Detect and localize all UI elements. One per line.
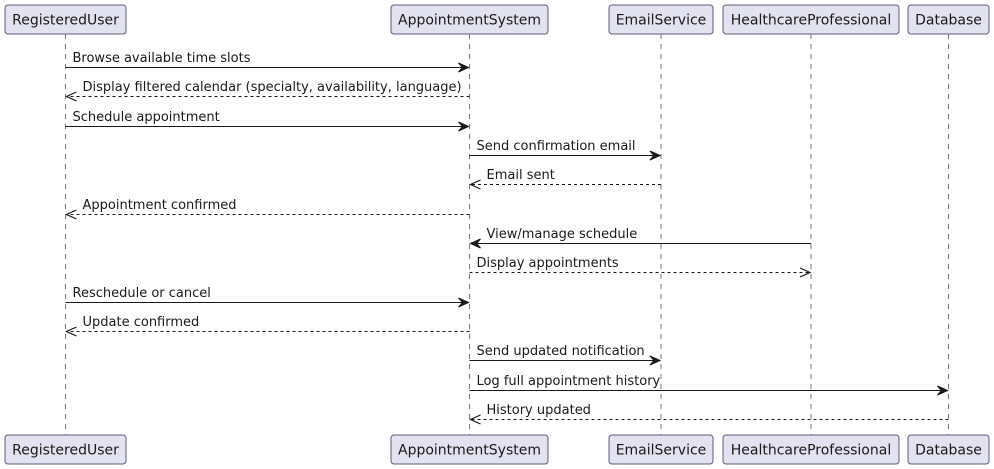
message-12: Log full appointment history xyxy=(469,374,949,396)
message-5: Email sent xyxy=(469,168,661,190)
message-label: View/manage schedule xyxy=(487,227,638,242)
arrowhead xyxy=(799,267,812,278)
message-9: Reschedule or cancel xyxy=(65,286,470,308)
arrowhead xyxy=(469,238,481,249)
participant-top-registereduser[interactable]: RegisteredUser xyxy=(4,4,127,35)
arrowhead xyxy=(65,326,77,337)
arrowhead xyxy=(649,150,662,161)
participant-label: HealthcareProfessional xyxy=(731,443,891,459)
message-label: Appointment confirmed xyxy=(83,198,237,213)
participant-box xyxy=(907,4,990,35)
participant-box xyxy=(722,434,900,465)
message-label: History updated xyxy=(487,403,591,418)
message-label: Browse available time slots xyxy=(73,51,251,66)
message-13: History updated xyxy=(469,403,949,425)
participant-box xyxy=(4,434,127,465)
participant-label: HealthcareProfessional xyxy=(731,13,891,29)
participant-box xyxy=(907,434,990,465)
participant-box xyxy=(608,434,714,465)
message-3: Schedule appointment xyxy=(65,110,470,132)
arrowhead xyxy=(458,297,470,308)
participant-top-appointmentsystem[interactable]: AppointmentSystem xyxy=(390,4,549,35)
participant-label: Database xyxy=(915,13,982,29)
participant-box xyxy=(390,4,549,35)
message-1: Browse available time slots xyxy=(65,51,470,73)
message-7: View/manage schedule xyxy=(469,227,811,249)
message-label: Log full appointment history xyxy=(477,374,661,389)
participant-label: AppointmentSystem xyxy=(398,13,541,29)
participant-top-database[interactable]: Database xyxy=(907,4,990,35)
participant-top-healthcareprofessional[interactable]: HealthcareProfessional xyxy=(722,4,900,35)
participant-bottom-registereduser[interactable]: RegisteredUser xyxy=(4,434,127,465)
arrowhead xyxy=(469,414,481,425)
message-label: Display filtered calendar (specialty, av… xyxy=(83,80,462,95)
arrowhead xyxy=(458,62,470,73)
participant-label: RegisteredUser xyxy=(12,443,119,459)
participant-label: Database xyxy=(915,443,982,459)
message-label: Send updated notification xyxy=(477,344,645,359)
participant-bottom-database[interactable]: Database xyxy=(907,434,990,465)
participant-box xyxy=(722,4,900,35)
participant-headers-top: RegisteredUser AppointmentSystem EmailServ… xyxy=(4,4,990,35)
participant-label: EmailService xyxy=(616,443,707,459)
participant-box xyxy=(390,434,549,465)
participant-top-emailservice[interactable]: EmailService xyxy=(608,4,714,35)
arrowhead xyxy=(649,355,662,366)
lifelines xyxy=(65,34,949,435)
message-label: Email sent xyxy=(487,168,555,183)
participant-label: AppointmentSystem xyxy=(398,443,541,459)
participant-bottom-appointmentsystem[interactable]: AppointmentSystem xyxy=(390,434,549,465)
message-8: Display appointments xyxy=(469,256,812,278)
message-label: Reschedule or cancel xyxy=(73,286,211,301)
message-10: Update confirmed xyxy=(65,315,470,337)
message-label: Display appointments xyxy=(477,256,619,271)
arrowhead xyxy=(65,209,77,220)
participant-box xyxy=(4,4,127,35)
participant-bottom-emailservice[interactable]: EmailService xyxy=(608,434,714,465)
arrowhead xyxy=(469,179,481,190)
message-2: Display filtered calendar (specialty, av… xyxy=(65,80,470,102)
arrowhead xyxy=(65,91,77,102)
message-11: Send updated notification xyxy=(469,344,662,366)
participant-label: EmailService xyxy=(616,13,707,29)
participant-label: RegisteredUser xyxy=(12,13,119,29)
participant-bottom-healthcareprofessional[interactable]: HealthcareProfessional xyxy=(722,434,900,465)
message-label: Schedule appointment xyxy=(73,110,220,125)
message-6: Appointment confirmed xyxy=(65,198,470,220)
message-4: Send confirmation email xyxy=(469,139,662,161)
message-label: Update confirmed xyxy=(83,315,200,330)
arrowhead xyxy=(937,385,949,396)
participant-box xyxy=(608,4,714,35)
arrowhead xyxy=(458,121,470,132)
message-label: Send confirmation email xyxy=(477,139,636,154)
participant-headers-bottom: RegisteredUser AppointmentSystem EmailServ… xyxy=(4,434,990,465)
